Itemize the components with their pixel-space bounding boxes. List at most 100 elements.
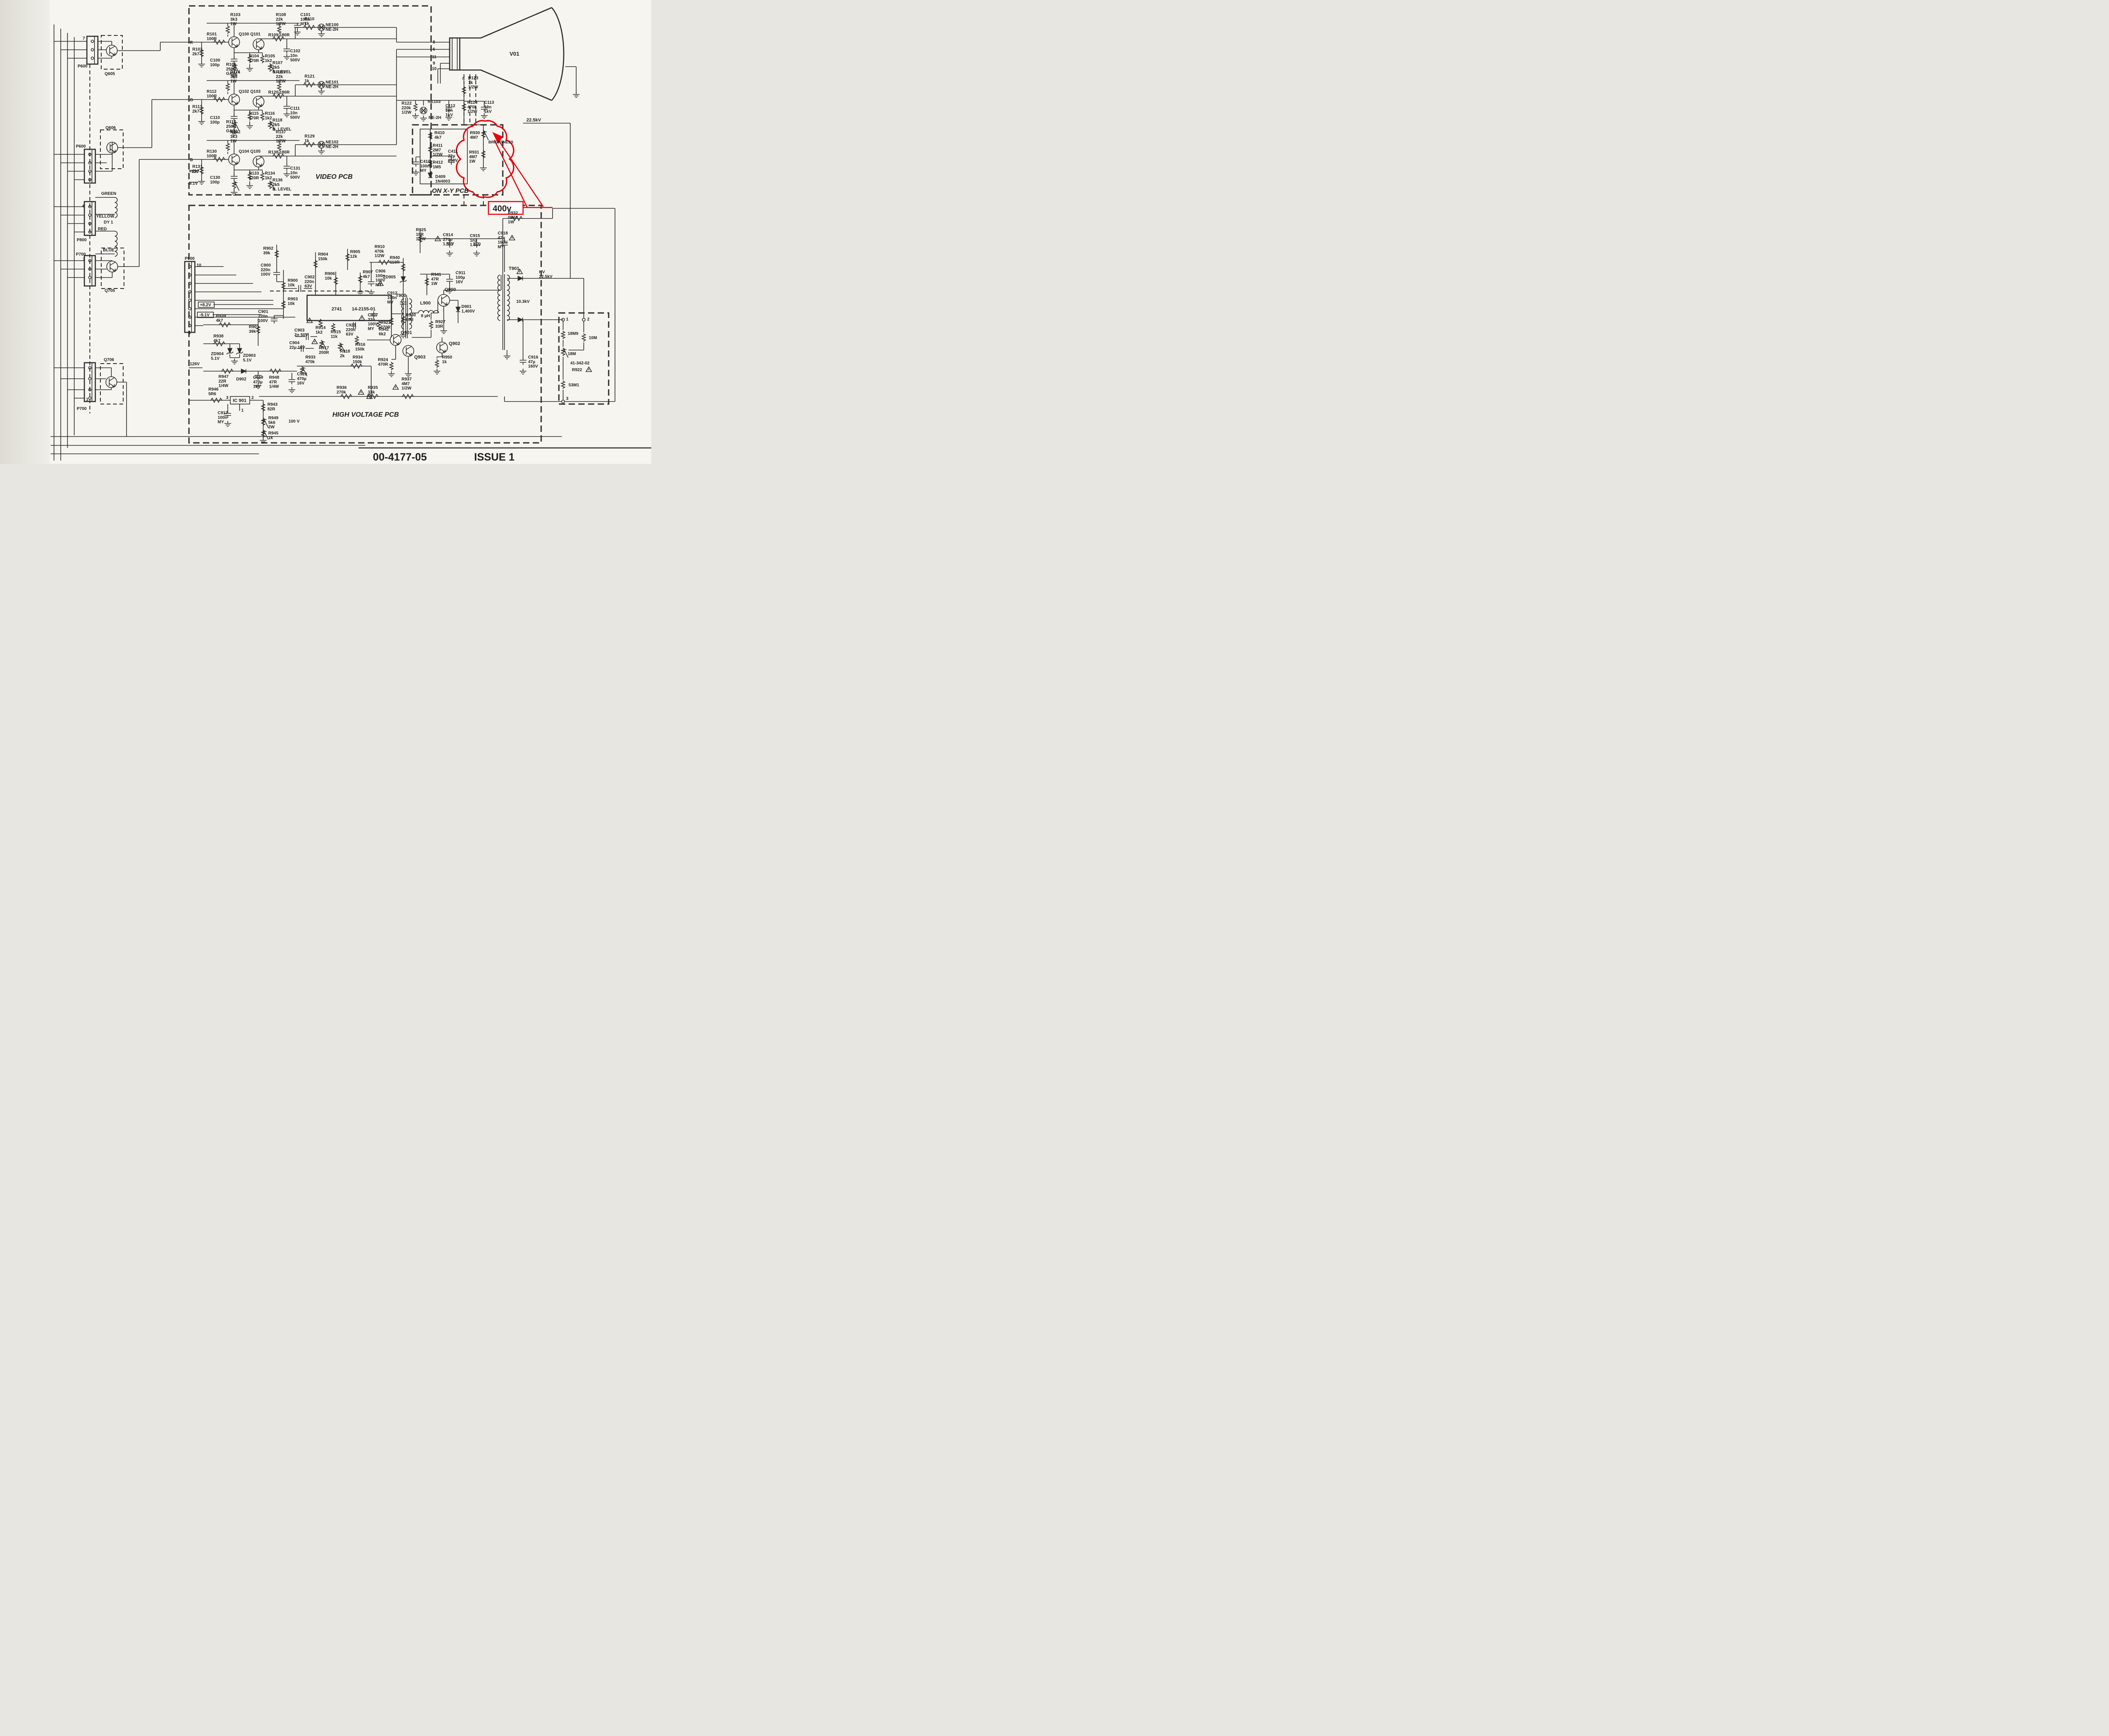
capacitor-icon	[306, 333, 309, 340]
assembly-pin-icon	[561, 318, 565, 322]
diode-icon	[400, 276, 406, 282]
resistor-icon	[225, 83, 231, 91]
resistor-icon	[427, 145, 433, 154]
pot-wiper-arrow-icon	[563, 348, 569, 358]
component-label: 1	[241, 408, 244, 413]
resistor-icon	[231, 121, 237, 129]
ground-icon	[224, 421, 231, 427]
capacitor-icon	[446, 240, 453, 248]
q605-outline	[101, 35, 123, 70]
connector	[84, 362, 96, 402]
component-label: 7	[83, 36, 85, 41]
capacitor-icon	[501, 240, 508, 248]
component-label: L900	[420, 301, 431, 306]
resistor-icon	[225, 143, 231, 151]
component-label: NE103	[428, 100, 441, 104]
connector-pin-icon	[88, 230, 92, 234]
component-label: Q104 Q105	[239, 149, 261, 154]
pot-wiper-arrow-icon	[263, 418, 269, 428]
ground-icon	[231, 73, 237, 78]
capacitor-icon	[273, 270, 280, 277]
resistor-icon	[247, 172, 253, 181]
resistor-icon	[424, 278, 430, 286]
pot-wiper-arrow-icon	[234, 64, 240, 74]
component-label: P700	[77, 407, 87, 411]
component-label: 126V	[190, 362, 200, 367]
connector-pin-icon	[88, 170, 92, 173]
transistor-icon	[390, 334, 402, 346]
component-label: Q902	[449, 341, 460, 346]
ground-icon	[473, 251, 480, 256]
ground-icon	[198, 119, 205, 125]
component-label: Q100 Q101	[239, 32, 261, 37]
ground-icon	[255, 383, 262, 389]
capacitor-icon	[448, 158, 455, 165]
resistor-icon	[337, 342, 343, 351]
ground-icon	[405, 371, 412, 377]
component-label: +8.2V	[200, 303, 211, 307]
xy-inner-box	[420, 129, 468, 184]
red-annotations	[456, 120, 553, 215]
connector-pin-icon	[88, 366, 92, 369]
transistor-icon	[106, 45, 118, 57]
pot-wiper-arrow-icon	[340, 343, 345, 353]
connector-pin-icon	[188, 290, 191, 294]
component-label: 18M	[568, 352, 576, 356]
coil-icon	[114, 231, 118, 257]
connector-pin-icon	[88, 222, 92, 225]
resistor-icon	[276, 25, 282, 34]
component-label: IC 901	[233, 398, 246, 403]
diode-icon	[518, 317, 523, 323]
component-label: Q903	[414, 355, 426, 360]
zener-bar-icon	[236, 351, 243, 355]
resistor-icon	[299, 366, 305, 375]
resistor-icon	[413, 103, 418, 111]
ground-icon	[289, 387, 295, 393]
capacitor-icon	[368, 279, 375, 286]
diode-icon	[227, 348, 233, 354]
resistor-icon	[400, 315, 406, 324]
resistor-icon	[313, 260, 318, 268]
resistor-icon	[218, 322, 231, 328]
ground-icon	[388, 371, 395, 377]
xy-pcb-outline	[412, 124, 504, 196]
resistor-icon	[400, 263, 406, 272]
pcb-outlines	[89, 5, 610, 444]
transistor-leads-icon	[256, 97, 262, 107]
transistor-icon	[436, 342, 448, 353]
warning-triangle-icon	[434, 235, 441, 241]
component-label: P800	[77, 238, 87, 243]
capacitor-icon	[283, 104, 290, 111]
video-pcb-outline	[188, 5, 432, 196]
capacitor-icon	[481, 105, 488, 112]
transistor-icon	[106, 261, 118, 272]
resistor-icon	[461, 103, 467, 111]
capacitor-icon	[224, 411, 231, 418]
connector-pin-icon	[88, 153, 92, 156]
